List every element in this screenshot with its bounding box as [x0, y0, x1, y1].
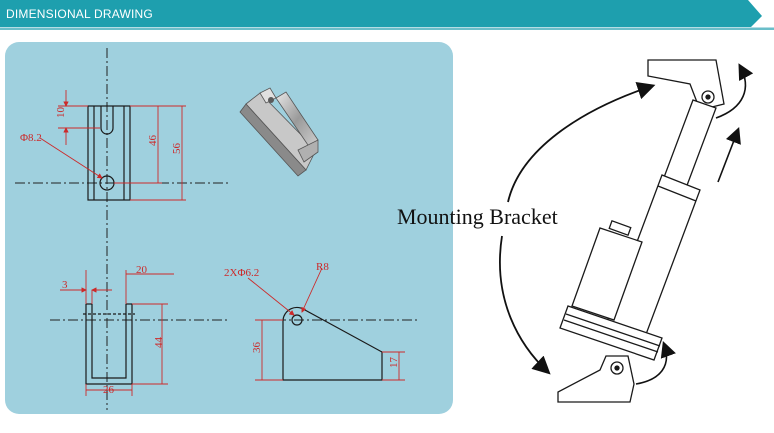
dim-26: 26 [103, 384, 115, 396]
center-lines [15, 48, 420, 410]
dim-20: 20 [136, 264, 148, 276]
dim-hole-diameter: Φ8.2 [20, 132, 42, 144]
linear-actuator [557, 59, 725, 403]
dim-10: 10 [55, 107, 67, 119]
dim-46: 46 [147, 135, 159, 147]
dim-44: 44 [153, 337, 165, 349]
rotation-arrow-icon [635, 63, 754, 385]
dim-3: 3 [62, 279, 68, 291]
side-view [83, 303, 135, 385]
dim-lines-front [39, 90, 186, 201]
dim-lines-profile [247, 267, 405, 381]
drawing-panel [5, 42, 453, 414]
profile-view [282, 306, 383, 381]
dim-17: 17 [388, 357, 400, 369]
section-header: DIMENSIONAL DRAWING [0, 0, 774, 30]
dim-lines-side [60, 270, 174, 396]
callout-arrows [499, 82, 656, 375]
mounting-bracket-label: Mounting Bracket [397, 204, 558, 229]
header-banner [0, 0, 774, 30]
dim-36: 36 [251, 342, 263, 354]
dim-56: 56 [171, 143, 183, 155]
front-view [87, 105, 131, 201]
bracket-3d-render [239, 87, 319, 177]
header-title: DIMENSIONAL DRAWING [6, 7, 153, 21]
dim-holes: 2XΦ6.2 [224, 267, 259, 279]
dim-radius: R8 [316, 261, 329, 273]
